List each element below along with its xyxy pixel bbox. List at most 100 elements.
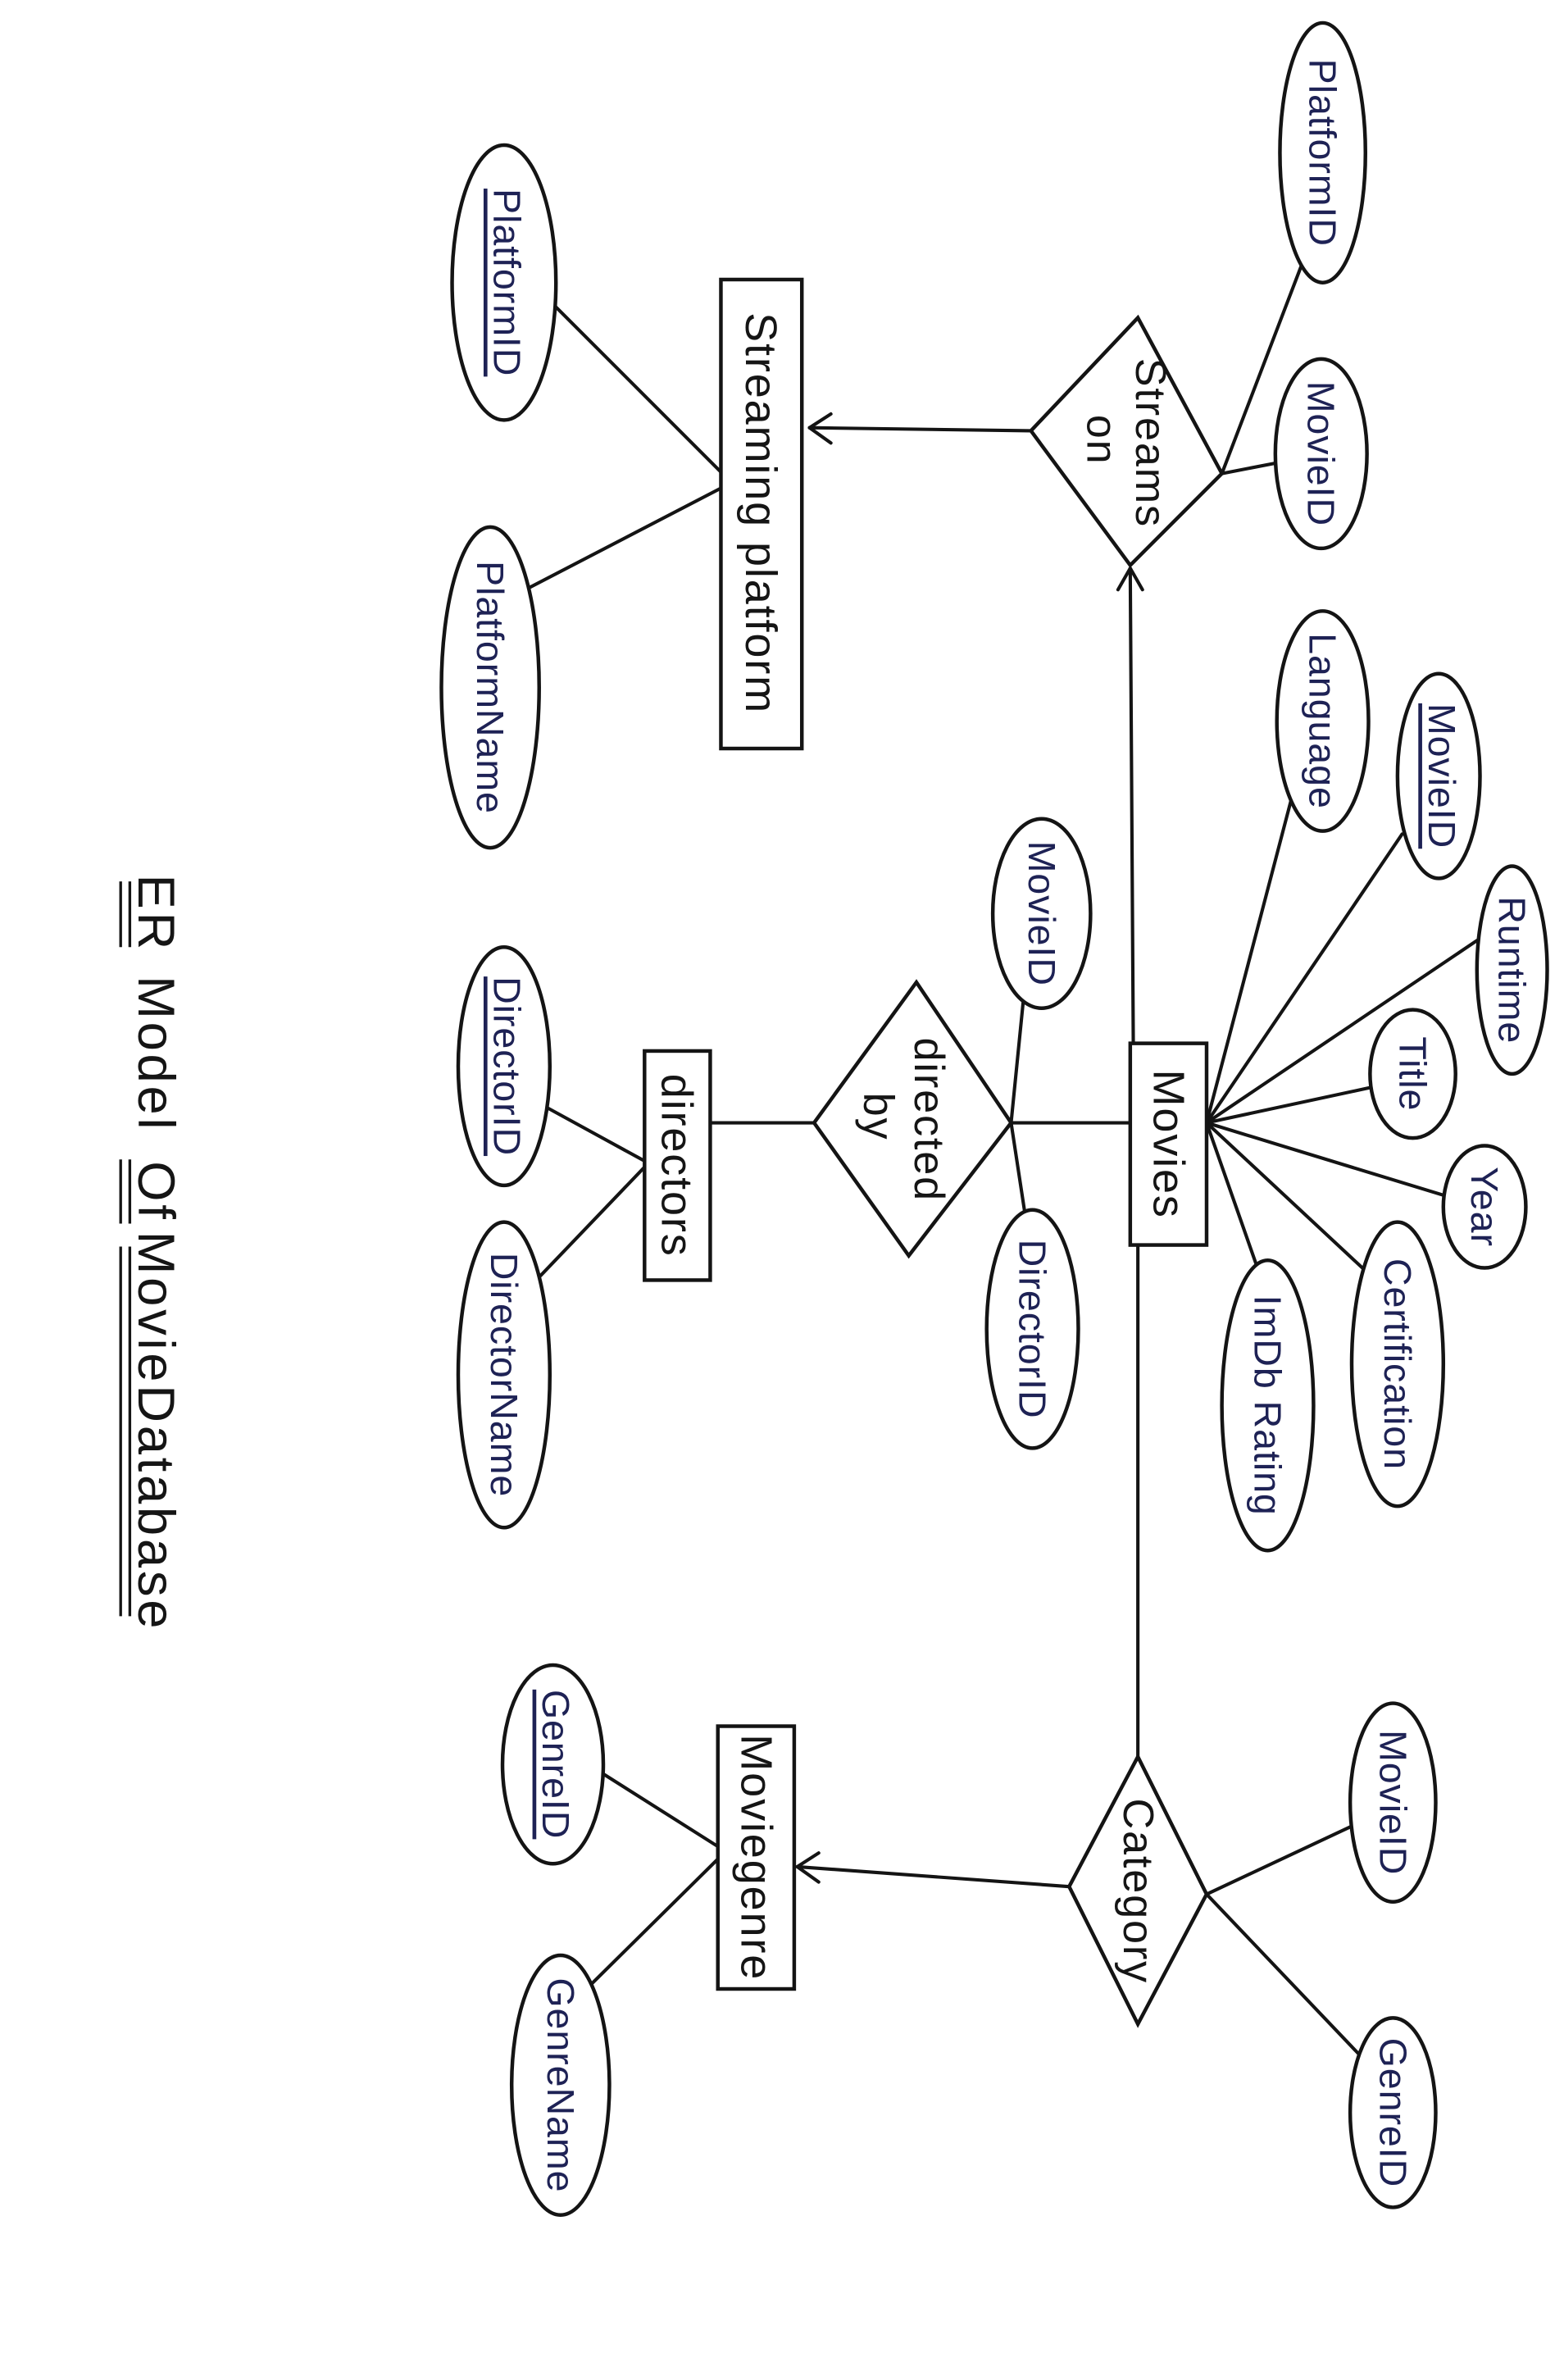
line-moviegenre-genrename <box>588 1854 723 1988</box>
attribute-ellipse <box>456 945 552 1188</box>
line-directed-by-movieid <box>1009 999 1025 1125</box>
relationship-label-line: Streams <box>1126 358 1174 528</box>
attribute-label: DirectorName <box>483 1253 525 1497</box>
line-movies-title <box>1204 1085 1372 1125</box>
attribute-label: PlatformID <box>486 189 529 376</box>
line-directors-directorname <box>539 1165 647 1277</box>
attribute-ellipse <box>990 817 1093 1011</box>
attribute-streams-on-platformid: PlatformID <box>1278 20 1368 284</box>
entity-box <box>719 277 804 751</box>
attribute-label: Certification <box>1376 1258 1419 1470</box>
attribute-platformname: PlatformName <box>439 525 541 850</box>
line-streams-on-movieid <box>1220 461 1279 476</box>
line-movies-language <box>1204 800 1293 1125</box>
entity-directors: directors <box>643 1049 712 1282</box>
attribute-category-genreid: GenreID <box>1348 2016 1438 2209</box>
attribute-label: GenreID <box>534 1690 577 1840</box>
attribute-ellipse <box>456 1220 552 1530</box>
attribute-label: GenreID <box>1371 2038 1414 2188</box>
entity-moviegenre: Moviegenre <box>716 1724 797 1991</box>
attribute-category-movieid: MovieID <box>1348 1701 1438 1904</box>
relationship-diamond <box>1066 1752 1209 2028</box>
attribute-ellipse <box>984 1208 1080 1450</box>
entity-label: Movies <box>1143 1069 1193 1218</box>
attribute-title: Title <box>1368 1008 1457 1140</box>
attribute-ellipse <box>1220 1258 1316 1553</box>
entity-box <box>716 1724 797 1991</box>
line-streams-on-platformid <box>1220 264 1303 476</box>
attribute-label: DirectorID <box>486 976 529 1156</box>
attribute-ellipse <box>1348 1701 1438 1904</box>
line-directed-by-directorid <box>1009 1121 1027 1215</box>
attribute-label: ImDb Rating <box>1247 1295 1289 1516</box>
attribute-directorid-key: DirectorID <box>456 945 552 1188</box>
line-category-movieid <box>1204 1823 1355 1896</box>
attribute-label: Year <box>1463 1167 1506 1247</box>
entity-label: directors <box>652 1074 701 1258</box>
line-movies-movieid <box>1204 832 1404 1125</box>
relationship-label-line: by <box>854 1093 902 1141</box>
line-movies-imdb-rating <box>1204 1121 1261 1273</box>
attribute-year: Year <box>1441 1144 1528 1270</box>
relationship-label-line: on <box>1077 415 1125 466</box>
attribute-label: GenreName <box>539 1977 582 2192</box>
line-directors-directorid <box>545 1105 647 1163</box>
attribute-directed-by-movieid: MovieID <box>990 817 1093 1011</box>
line-category-moviegenre <box>795 1864 1071 1889</box>
line-movies-runtime <box>1204 937 1480 1125</box>
attribute-ellipse <box>1395 671 1482 881</box>
attribute-ellipse <box>1273 357 1369 551</box>
arrowhead-moviegenre <box>795 1851 821 1884</box>
attribute-directed-by-directorid: DirectorID <box>984 1208 1080 1450</box>
attribute-label: DirectorID <box>1012 1240 1054 1419</box>
attribute-streams-on-movieid: MovieID <box>1273 357 1369 551</box>
relationship-streams-on: Streams on <box>1028 314 1225 568</box>
attribute-movieid-key: MovieID <box>1395 671 1482 881</box>
entity-label: Moviegenre <box>731 1734 780 1981</box>
relationship-directed-by: directed by <box>812 979 1014 1259</box>
attribute-ellipse <box>1348 2016 1438 2209</box>
title-word: Of <box>127 1161 184 1222</box>
attribute-label: MovieID <box>1371 1730 1414 1875</box>
attribute-ellipse <box>509 1953 612 2218</box>
line-moviegenre-genreid <box>598 1770 723 1850</box>
attribute-ellipse <box>1368 1008 1457 1140</box>
attribute-ellipse <box>439 525 541 850</box>
relationship-label-line: Category <box>1114 1798 1162 1984</box>
entity-box <box>1128 1041 1209 1247</box>
attribute-label: MovieID <box>1300 381 1343 526</box>
attribute-label: Language <box>1302 633 1344 809</box>
attribute-platformid-key: PlatformID <box>450 143 558 422</box>
attribute-genreid-key: GenreID <box>500 1663 606 1866</box>
entity-label: Streaming platform <box>736 312 785 714</box>
line-streams-on-streaming-platform <box>807 425 1033 433</box>
attribute-ellipse <box>1275 609 1371 833</box>
attribute-label: MovieID <box>1021 841 1063 986</box>
attribute-label: PlatformID <box>1302 59 1344 247</box>
line-streaming-platform-platformid <box>552 303 728 479</box>
attribute-ellipse <box>1475 864 1549 1076</box>
attribute-language: Language <box>1275 609 1371 833</box>
attribute-label: Title <box>1392 1036 1434 1111</box>
title-underline <box>119 881 132 1617</box>
attribute-label: Runtime <box>1491 896 1534 1044</box>
attribute-label: MovieID <box>1421 703 1463 849</box>
attribute-runtime: Runtime <box>1475 864 1549 1076</box>
line-movies-certification <box>1204 1121 1365 1270</box>
attribute-genrename: GenreName <box>509 1953 612 2218</box>
relationship-category: Category <box>1066 1752 1209 2028</box>
attribute-label: PlatformName <box>469 561 511 814</box>
attribute-ellipse <box>1441 1144 1528 1270</box>
line-streaming-platform-platformname <box>526 484 728 590</box>
relationship-diamond <box>1028 314 1225 568</box>
attribute-imdb-rating: ImDb Rating <box>1220 1258 1316 1553</box>
title-word: Model <box>127 976 184 1132</box>
line-movies-streams-on <box>1128 567 1135 1045</box>
title-word: ER <box>127 875 184 953</box>
attribute-directorname: DirectorName <box>456 1220 552 1530</box>
arrowhead-streams-on <box>1116 567 1144 592</box>
arrowhead-streaming-platform <box>807 412 833 445</box>
diagram-title: ER Model Of MovieDatabase <box>119 875 184 1631</box>
relationship-diamond <box>812 979 1014 1259</box>
